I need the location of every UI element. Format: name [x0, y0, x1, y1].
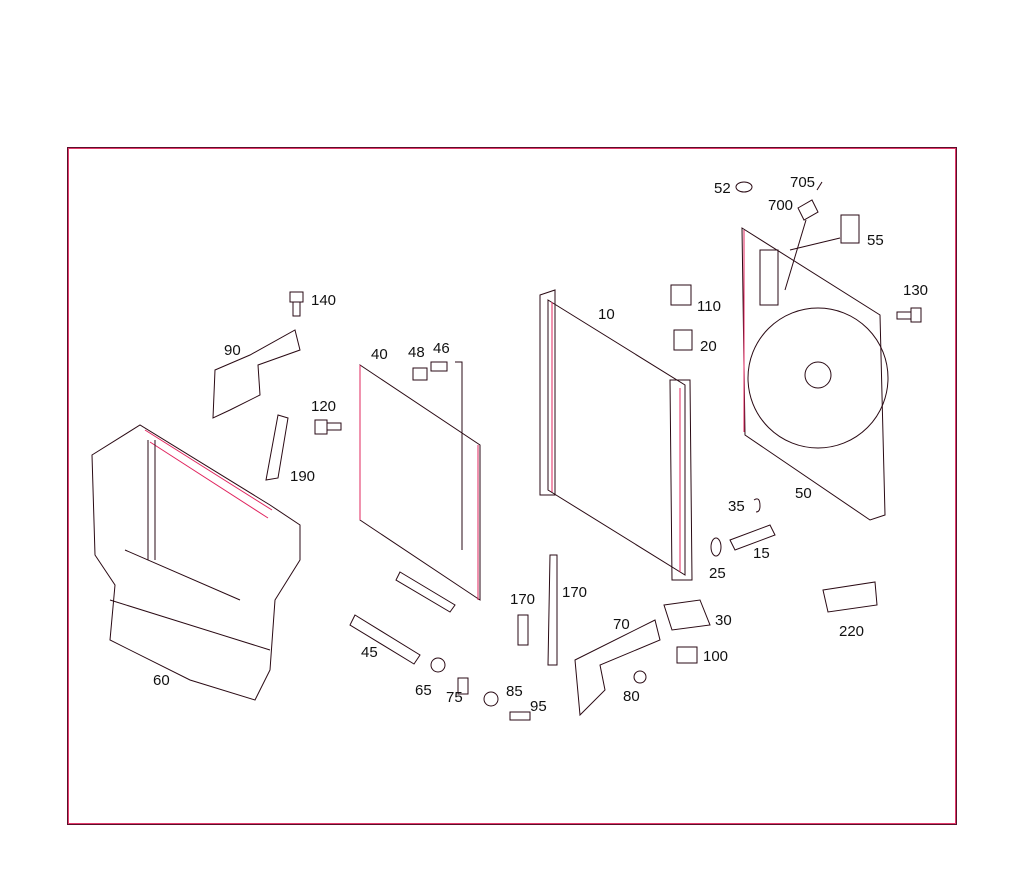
part-label-30[interactable]: 30 [715, 612, 732, 629]
expansion-cap-drawing [670, 284, 692, 306]
part-label-140[interactable]: 140 [311, 292, 337, 309]
bolt-drawing [896, 307, 922, 323]
rubber-mount-drawing [676, 646, 698, 664]
part-label-70[interactable]: 70 [613, 616, 630, 633]
part-label-48[interactable]: 48 [408, 344, 425, 361]
part-label-85[interactable]: 85 [506, 683, 523, 700]
seal-ring-drawing [710, 537, 722, 557]
cap-drawing [412, 367, 428, 381]
bolt-drawing [289, 291, 304, 317]
part-label-190[interactable]: 190 [290, 468, 316, 485]
clip-drawing [753, 498, 761, 513]
part-label-80[interactable]: 80 [623, 688, 640, 705]
connector-drawing [816, 181, 823, 191]
washer-drawing [483, 691, 499, 707]
part-label-10[interactable]: 10 [598, 306, 615, 323]
strut-drawing [265, 414, 289, 481]
part-label-52[interactable]: 52 [714, 180, 731, 197]
holder-drawing [517, 614, 529, 646]
part-label-65[interactable]: 65 [415, 682, 432, 699]
part-label-220[interactable]: 220 [839, 623, 865, 640]
part-label-25[interactable]: 25 [709, 565, 726, 582]
part-label-100[interactable]: 100 [703, 648, 729, 665]
relay-holder-drawing [840, 214, 860, 244]
holder-drawing [547, 554, 558, 666]
bolt-drawing [509, 711, 531, 721]
fan-control-unit-drawing [797, 199, 819, 221]
bolt-drawing [314, 419, 342, 435]
part-label-90[interactable]: 90 [224, 342, 241, 359]
fan-shroud-drawing [741, 227, 889, 521]
drain-plug-drawing [729, 524, 776, 551]
part-label-15[interactable]: 15 [753, 545, 770, 562]
part-label-46[interactable]: 46 [433, 340, 450, 357]
part-label-50[interactable]: 50 [795, 485, 812, 502]
part-label-45[interactable]: 45 [361, 644, 378, 661]
part-label-95[interactable]: 95 [530, 698, 547, 715]
bracket-drawing [212, 329, 301, 419]
plug-drawing [430, 361, 448, 372]
filter-cap-drawing [430, 657, 446, 673]
radiator-drawing [539, 289, 693, 581]
part-label-170[interactable]: 170 [562, 584, 588, 601]
part-label-40[interactable]: 40 [371, 346, 388, 363]
air-duct-frame-drawing [91, 424, 301, 701]
cap-base-drawing [673, 329, 693, 351]
part-label-60[interactable]: 60 [153, 672, 170, 689]
push-rivet-drawing [633, 670, 647, 684]
mount-bracket-drawing [663, 599, 711, 631]
part-label-110[interactable]: 110 [697, 298, 721, 315]
clip-bracket-drawing [822, 581, 878, 613]
part-label-20[interactable]: 20 [700, 338, 717, 355]
part-label-700[interactable]: 700 [768, 197, 794, 214]
air-guide-drawing [574, 619, 661, 717]
part-label-170[interactable]: 170 [510, 591, 536, 608]
grommet-drawing [735, 181, 753, 193]
part-label-130[interactable]: 130 [903, 282, 929, 299]
drier-drawing [349, 614, 421, 665]
part-label-705[interactable]: 705 [790, 174, 816, 191]
part-label-120[interactable]: 120 [311, 398, 337, 415]
bolt-drawing [457, 677, 469, 695]
part-label-35[interactable]: 35 [728, 498, 745, 515]
condenser-drawing [359, 361, 481, 601]
part-label-55[interactable]: 55 [867, 232, 884, 249]
diagram-frame [67, 147, 957, 825]
part-label-75[interactable]: 75 [446, 689, 463, 706]
